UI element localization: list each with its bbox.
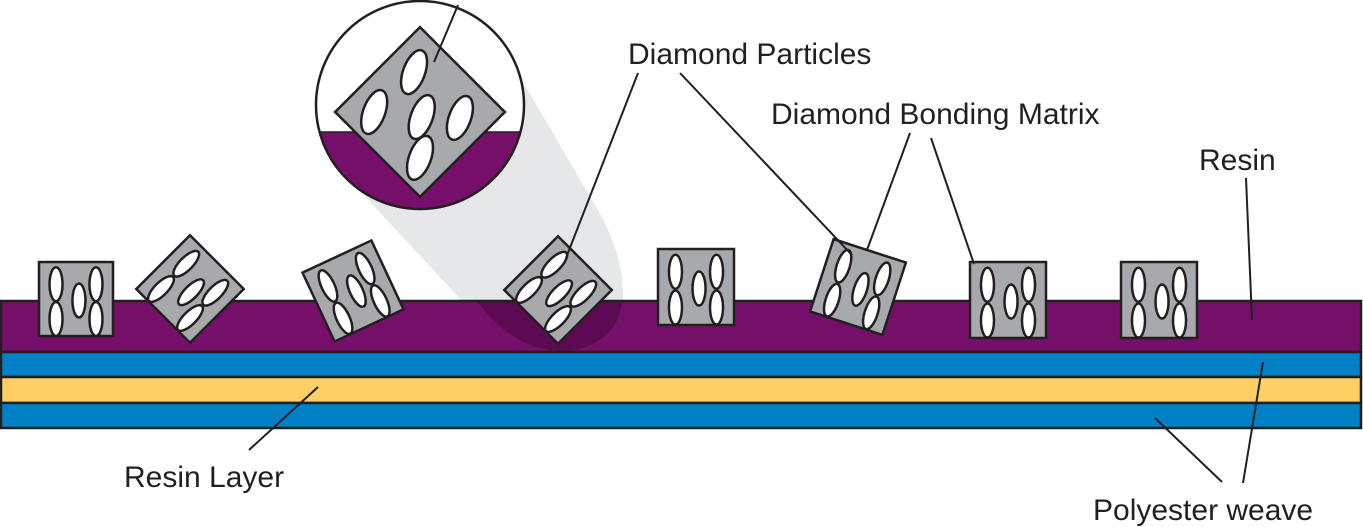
diamond-particle xyxy=(134,233,246,345)
diamond-particle-magnified xyxy=(333,25,507,199)
leader-polyester-1 xyxy=(1154,417,1223,483)
diamond-grain xyxy=(354,251,376,286)
leader-polyester-2 xyxy=(1242,361,1264,484)
diamond-grain xyxy=(1154,283,1170,320)
leader-diamond-particles-2 xyxy=(679,72,853,256)
resin-layer-middle xyxy=(0,375,1363,405)
diamond-particles xyxy=(37,233,1199,346)
label-resin-layer: Resin Layer xyxy=(124,461,284,494)
diamond-grain xyxy=(851,271,870,307)
diamond-grain xyxy=(317,268,339,303)
diamond-grain xyxy=(175,303,205,333)
diamond-particle xyxy=(37,260,115,338)
diamond-grain xyxy=(369,284,391,318)
label-diamond-particles: Diamond Particles xyxy=(628,38,871,71)
diamond-grain xyxy=(48,265,64,303)
diamond-grain xyxy=(1171,266,1188,304)
diamond-grain xyxy=(176,278,206,307)
diamond-particle xyxy=(656,247,736,327)
label-polyester-weave: Polyester weave xyxy=(1093,494,1313,527)
diamond-particle xyxy=(808,237,908,337)
diamond-grain xyxy=(88,300,104,338)
diamond-grain xyxy=(201,278,230,307)
diamond-grain xyxy=(667,289,684,326)
diamond-grain xyxy=(88,265,104,303)
diamond-grain xyxy=(514,275,544,305)
diamond-grain xyxy=(407,93,436,141)
polyester-weave-bottom xyxy=(0,401,1363,430)
diamond-grain xyxy=(708,253,725,291)
diamond-grain xyxy=(146,274,176,304)
leader-lines xyxy=(248,4,1264,484)
leader-diamond-particles-1 xyxy=(565,72,639,259)
diamond-grain xyxy=(691,270,707,307)
diamond-particle xyxy=(502,234,614,346)
diamond-grain xyxy=(332,301,354,336)
diamond-grain xyxy=(822,282,842,318)
label-diamond-bonding-matrix: Diamond Bonding Matrix xyxy=(771,98,1100,131)
diamond-grain xyxy=(1020,266,1037,304)
leader-bonding-matrix-1 xyxy=(866,132,911,251)
diamond-grain xyxy=(540,250,569,279)
leader-resin xyxy=(1245,177,1253,321)
diamond-grain xyxy=(979,266,996,304)
magnified-diamond-particle xyxy=(333,25,507,199)
diamond-particle xyxy=(968,260,1048,340)
diamond-grain xyxy=(872,261,892,297)
diamond-grain xyxy=(71,282,87,319)
leader-bonding-matrix-2 xyxy=(930,137,975,265)
diamond-grain xyxy=(543,304,573,334)
leader-mag-grain xyxy=(433,4,459,63)
diamond-grain xyxy=(405,134,435,182)
diamond-grain xyxy=(861,295,881,331)
diamond-grain xyxy=(399,48,429,96)
diamond-grain xyxy=(48,300,64,338)
magnifier-circle xyxy=(314,0,526,211)
diamond-grain xyxy=(1130,266,1147,304)
diamond-grain xyxy=(345,274,367,308)
diamond-grain xyxy=(172,249,201,278)
diamond-grain xyxy=(1020,302,1037,339)
leader-resin-layer xyxy=(248,386,319,451)
diamond-grain xyxy=(1130,302,1147,339)
diamond-grain xyxy=(569,279,598,308)
diamond-particle xyxy=(300,238,406,344)
diamond-grain xyxy=(667,253,684,291)
diamond-grain xyxy=(708,289,725,326)
diamond-grain xyxy=(544,279,574,308)
diamond-grain xyxy=(1171,302,1188,339)
label-resin: Resin xyxy=(1199,144,1276,177)
diamond-grain xyxy=(979,302,996,339)
diamond-grain xyxy=(1003,283,1019,320)
polyester-weave-top xyxy=(0,350,1363,379)
diamond-grain xyxy=(445,94,475,142)
diamond-particle xyxy=(1119,260,1199,340)
diamond-grain xyxy=(359,88,389,136)
